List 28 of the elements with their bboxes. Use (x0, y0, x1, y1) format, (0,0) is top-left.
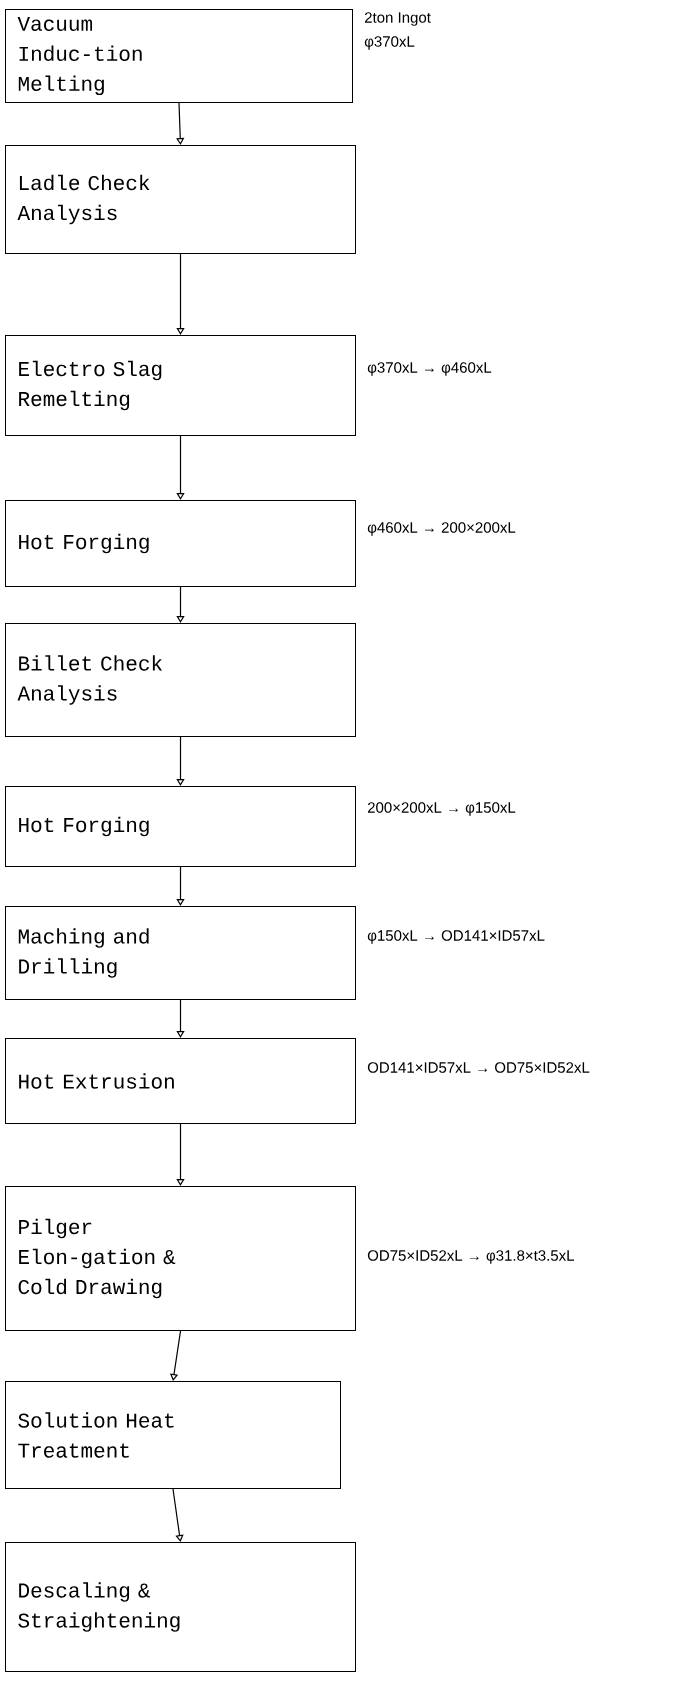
arrow (176, 435, 185, 500)
arrow (176, 866, 185, 906)
arrow (176, 102, 185, 145)
size-note: 200×200xL → φ150xL (367, 802, 516, 816)
process-box: Ladle Check Analysis (5, 145, 356, 254)
process-box: Maching and Drilling (5, 906, 356, 1000)
size-note: φ460xL → 200×200xL (367, 522, 516, 536)
process-box: Solution Heat Treatment (5, 1381, 341, 1489)
arrow (176, 736, 185, 786)
size-note: φ370xL (364, 36, 415, 50)
arrow (176, 253, 185, 335)
process-box: Hot Forging (5, 500, 356, 587)
size-note: φ370xL → φ460xL (367, 362, 492, 376)
process-box: Vacuum Induc-tion Melting (5, 9, 353, 103)
process-box: Hot Forging (5, 786, 356, 867)
size-note: OD141×ID57xL → OD75×ID52xL (367, 1062, 590, 1073)
arrow (176, 999, 185, 1038)
arrow (172, 1488, 184, 1542)
process-box: Pilger Elon-gation & Cold Drawing (5, 1186, 356, 1331)
size-note: φ150xL → OD141×ID57xL (367, 930, 545, 944)
process-box: Billet Check Analysis (5, 623, 356, 737)
arrow (176, 586, 185, 623)
size-note: 2ton Ingot (364, 12, 431, 26)
process-box: Hot Extrusion (5, 1038, 356, 1124)
size-note: OD75×ID52xL → φ31.8×t3.5xL (367, 1250, 574, 1264)
process-box: Electro Slag Remelting (5, 335, 356, 436)
process-box: Descaling & Straightening (5, 1542, 356, 1672)
arrow (176, 1123, 185, 1186)
